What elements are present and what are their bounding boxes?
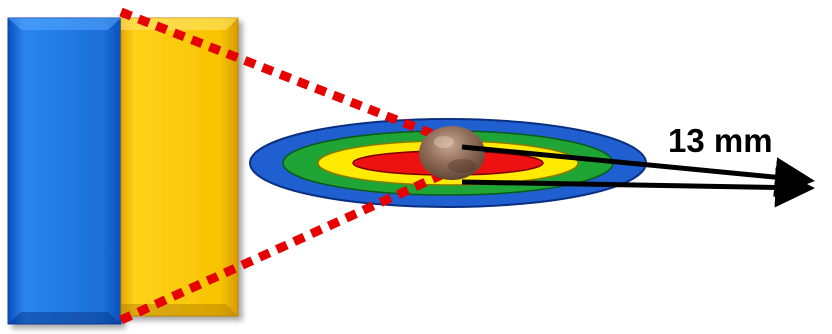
blue-block	[8, 18, 121, 324]
pebble-icon	[419, 126, 485, 180]
yellow-block	[121, 18, 238, 316]
measurement-label: 13 mm	[668, 122, 773, 159]
